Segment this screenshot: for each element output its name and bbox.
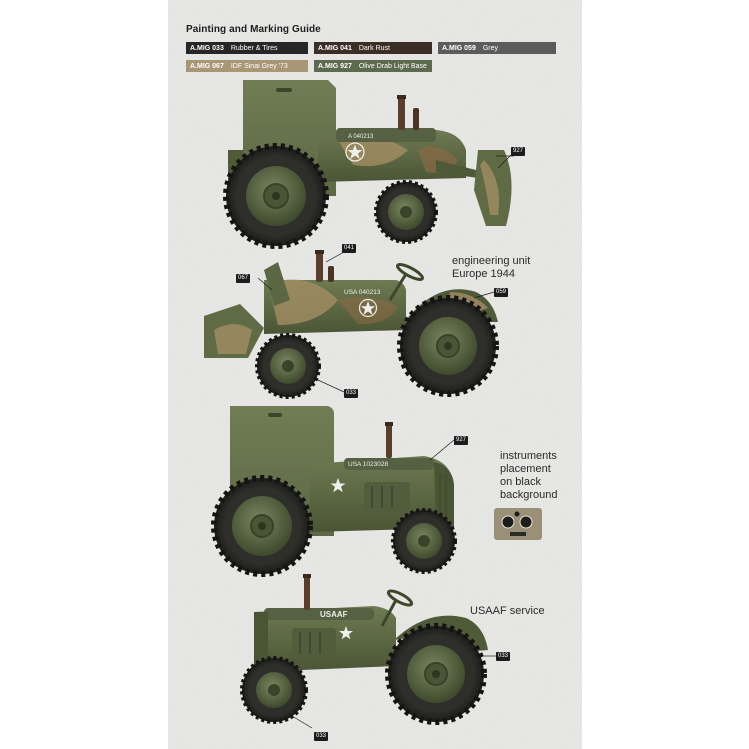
tractor-2-star: [360, 301, 376, 315]
guide-title: Painting and Marking Guide: [186, 24, 321, 35]
paint-swatch-067: A.MIG 067 IDF Sinai Grey '73: [186, 60, 308, 72]
paint-code: A.MIG 033: [190, 44, 224, 52]
instrument-panel-insert: [494, 508, 542, 540]
caption-instruments-line2: placement: [500, 463, 551, 475]
callout-059: 059: [494, 288, 509, 297]
gauge-right-icon: [519, 515, 533, 529]
tractor-1-registration: A 040213: [348, 134, 374, 140]
paint-name: IDF Sinai Grey '73: [230, 62, 288, 70]
tractor-3-armored: USA 1023028: [211, 406, 457, 577]
caption-usaaf: USAAF service: [470, 605, 545, 617]
paper-texture: [168, 0, 582, 749]
tractor-1-bulldozer: A 040213: [223, 80, 512, 249]
tractor-4-marking: USAAF: [320, 610, 348, 619]
paint-code: A.MIG 927: [318, 62, 352, 70]
paint-swatch-033: A.MIG 033 Rubber & Tires: [186, 42, 308, 54]
tractor-4-steering-wheel: [386, 589, 414, 607]
tractor-1-star: [347, 144, 363, 159]
caption-instruments-line3: on black: [500, 476, 541, 488]
tractor-2-steering-wheel: [395, 263, 425, 281]
caption-europe: engineering unit Europe 1944: [452, 255, 530, 281]
paint-code: A.MIG 041: [318, 44, 352, 52]
callout-033-tractor4-rear: 033: [496, 652, 511, 661]
caption-europe-line2: Europe 1944: [452, 268, 515, 280]
tractor-3-grille: [434, 462, 454, 530]
callout-033-tractor2: 033: [344, 389, 359, 398]
paint-name: Rubber & Tires: [230, 44, 278, 52]
callout-067: 067: [236, 274, 251, 283]
caption-instruments-line4: background: [500, 489, 558, 501]
callout-927-top: 927: [511, 147, 526, 156]
marking-guide-sheet: Painting and Marking Guide A.MIG 033 Rub…: [168, 0, 582, 749]
tractor-1-exhaust: [398, 97, 405, 130]
caption-instruments: instruments placement on black backgroun…: [500, 450, 558, 502]
gauge-left-icon: [501, 515, 515, 529]
paint-name: Grey: [482, 44, 499, 52]
paint-code: A.MIG 067: [190, 62, 224, 70]
callout-leaders: [257, 151, 515, 729]
callout-041: 041: [342, 244, 357, 253]
paint-swatch-927: A.MIG 927 Olive Drab Light Base: [314, 60, 432, 72]
tractor-3-exhaust: [386, 424, 392, 458]
caption-europe-line1: engineering unit: [452, 255, 531, 267]
tractor-illustrations: A 040213: [204, 80, 542, 729]
tractor-3-registration: USA 1023028: [348, 461, 389, 468]
paint-name: Olive Drab Light Base: [358, 62, 427, 70]
paint-swatch-059: A.MIG 059 Grey: [438, 42, 556, 54]
paint-code: A.MIG 059: [442, 44, 476, 52]
tractor-4-exhaust: [304, 576, 310, 610]
tractor-2-exhaust: [316, 252, 323, 282]
caption-instruments-line1: instruments: [500, 450, 557, 462]
tractor-4-star: [339, 626, 353, 640]
tractor-4-usaaf: USAAF: [240, 574, 488, 725]
callout-033-tractor4-front: 033: [314, 732, 329, 741]
tractor-2-loader: USA 040213: [204, 250, 499, 399]
paint-swatch-041: A.MIG 041 Dark Rust: [314, 42, 432, 54]
callout-927-tractor3: 927: [454, 436, 469, 445]
tractor-2-registration: USA 040213: [344, 289, 381, 296]
paint-name: Dark Rust: [358, 44, 390, 52]
tractor-3-star: [330, 478, 346, 493]
